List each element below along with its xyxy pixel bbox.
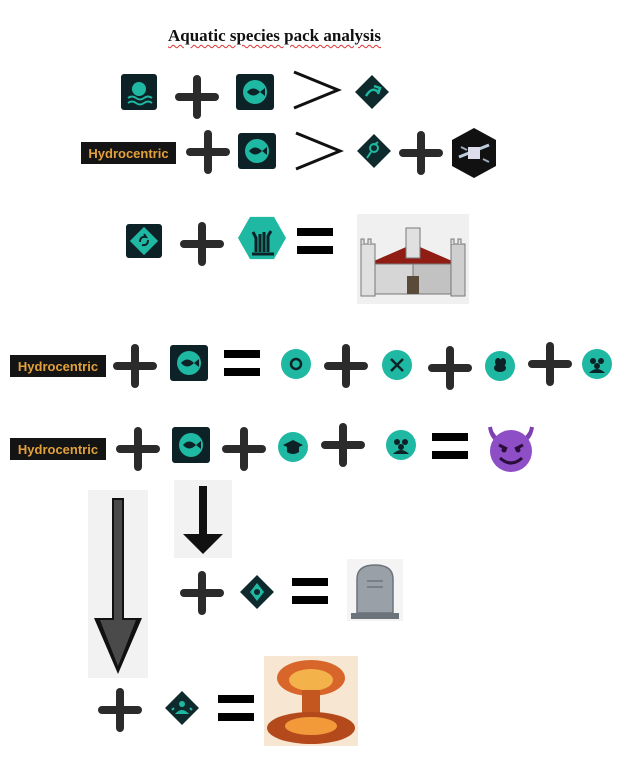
greater-than-symbol	[290, 66, 342, 114]
tools-icon	[382, 350, 412, 380]
page-title: Aquatic species pack analysis	[168, 26, 381, 45]
plus-symbol	[96, 686, 144, 734]
equals-symbol	[432, 433, 468, 461]
swirl-icon	[281, 349, 311, 379]
diamond-trait-icon	[352, 72, 392, 112]
crowd-icon	[582, 349, 612, 379]
bee-icon	[485, 351, 515, 381]
plus-symbol	[220, 425, 268, 473]
arrow-down-icon	[88, 490, 148, 678]
crowd-icon	[386, 430, 416, 460]
plus-symbol	[426, 344, 474, 392]
diamond-trait-icon	[162, 688, 202, 728]
castle-icon	[357, 214, 469, 304]
plus-symbol	[397, 129, 445, 177]
equals-symbol	[224, 350, 260, 378]
plus-symbol	[178, 569, 226, 617]
hydrocentric-label: Hydrocentric	[81, 142, 176, 164]
space-station-icon	[451, 127, 497, 179]
graduation-cap-icon	[278, 432, 308, 462]
diamond-trait-icon	[354, 131, 394, 171]
gravestone-icon	[347, 559, 403, 621]
plus-symbol	[178, 220, 226, 268]
equals-symbol	[292, 578, 328, 606]
fish-icon	[170, 345, 208, 381]
fish-icon	[236, 74, 274, 110]
hydrocentric-label: Hydrocentric	[10, 355, 106, 377]
plus-symbol	[322, 342, 370, 390]
fish-icon	[172, 427, 210, 463]
zombie-hand-icon	[238, 216, 286, 260]
plus-symbol	[173, 73, 221, 121]
plus-symbol	[319, 421, 367, 469]
plus-symbol	[111, 342, 159, 390]
cycle-icon	[126, 224, 162, 258]
aquatic-origin-icon	[121, 74, 157, 110]
equals-symbol	[218, 695, 254, 723]
greater-than-symbol	[292, 127, 344, 175]
equals-symbol	[297, 228, 333, 256]
plus-symbol	[114, 425, 162, 473]
devil-emoji-icon	[484, 421, 538, 475]
plus-symbol	[526, 340, 574, 388]
hydrocentric-label: Hydrocentric	[10, 438, 106, 460]
plus-symbol	[184, 128, 232, 176]
explosion-icon	[264, 656, 358, 746]
fish-icon	[238, 133, 276, 169]
arrow-down-icon	[174, 480, 232, 558]
diamond-trait-icon	[237, 572, 277, 612]
